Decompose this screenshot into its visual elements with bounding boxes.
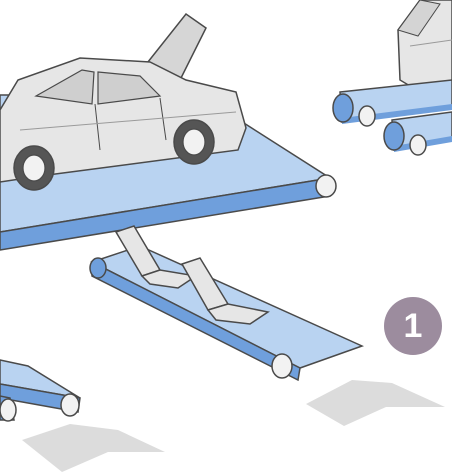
flow-arrow-right — [306, 380, 445, 426]
crate-icon — [398, 0, 452, 92]
conveyor-upper-right — [333, 80, 452, 155]
conveyor-lower-left — [0, 360, 80, 421]
flow-arrow-left — [22, 424, 165, 472]
step-number-badge: 1 — [384, 297, 442, 355]
